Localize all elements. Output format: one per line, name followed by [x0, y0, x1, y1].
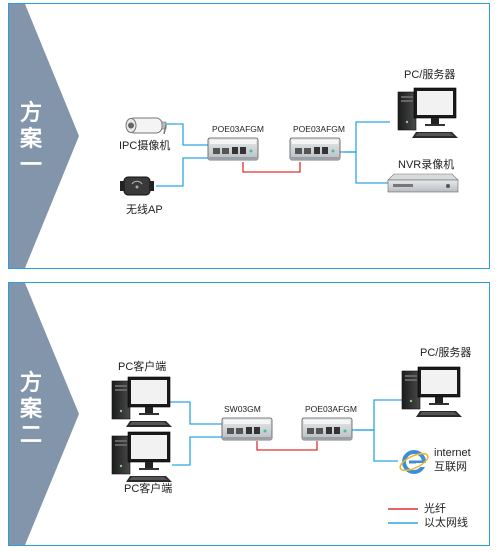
- pc-client-2-label: PC客户端: [124, 483, 173, 495]
- ipc-camera-icon: [125, 117, 167, 135]
- scheme-1-title-char-1: 方: [19, 101, 42, 126]
- pc-server-label: PC/服务器: [404, 69, 456, 81]
- legend-ethernet-label: 以太网线: [424, 517, 468, 529]
- scheme-2-title-char-3: 二: [19, 423, 42, 448]
- scheme-2-arrow: [9, 283, 79, 545]
- sw03gm-label: SW03GM: [224, 404, 261, 414]
- nvr-recorder-icon: [387, 173, 459, 193]
- scheme-1-links: [156, 121, 390, 187]
- scheme-1-title-char-2: 案: [19, 127, 42, 152]
- scheme-2-panel: [8, 282, 490, 546]
- poe03afgm-3-label: POE03AFGM: [305, 404, 357, 414]
- pc-server-icon: [397, 87, 459, 139]
- scheme-1-title-char-3: 一: [19, 153, 42, 178]
- poe03afgm-device-2: [289, 137, 341, 161]
- internet-label: internet: [434, 447, 471, 459]
- scheme-2-title-char-1: 方: [19, 371, 42, 396]
- pc-client-2-icon: [111, 431, 173, 483]
- wireless-ap-label: 无线AP: [126, 204, 163, 216]
- sw03gm-switch: [221, 417, 273, 441]
- poe03afgm-1-label: POE03AFGM: [212, 124, 264, 134]
- scheme-1-arrow: [9, 4, 79, 268]
- poe03afgm-device-3: [301, 417, 353, 441]
- poe03afgm-2-label: POE03AFGM: [293, 124, 345, 134]
- pc-server-2-label: PC/服务器: [420, 347, 472, 359]
- internet-icon: [399, 450, 429, 474]
- scheme-2-title-char-2: 案: [19, 397, 42, 422]
- pc-client-1-icon: [111, 376, 173, 428]
- ipc-camera-label: IPC摄像机: [119, 140, 171, 152]
- scheme-1-panel: [8, 3, 490, 269]
- pc-server-2-icon: [401, 366, 463, 418]
- legend-fiber-label: 光纤: [424, 503, 446, 515]
- scheme-2-links: [168, 399, 402, 466]
- scheme-2-title: 方 案 二: [18, 371, 44, 449]
- pc-client-1-label: PC客户端: [118, 361, 167, 373]
- poe03afgm-device-1: [207, 137, 259, 161]
- wireless-ap-icon: [120, 176, 154, 196]
- nvr-recorder-label: NVR录像机: [398, 159, 455, 171]
- internet-cn-label: 互联网: [434, 461, 467, 473]
- scheme-1-title: 方 案 一: [18, 101, 44, 179]
